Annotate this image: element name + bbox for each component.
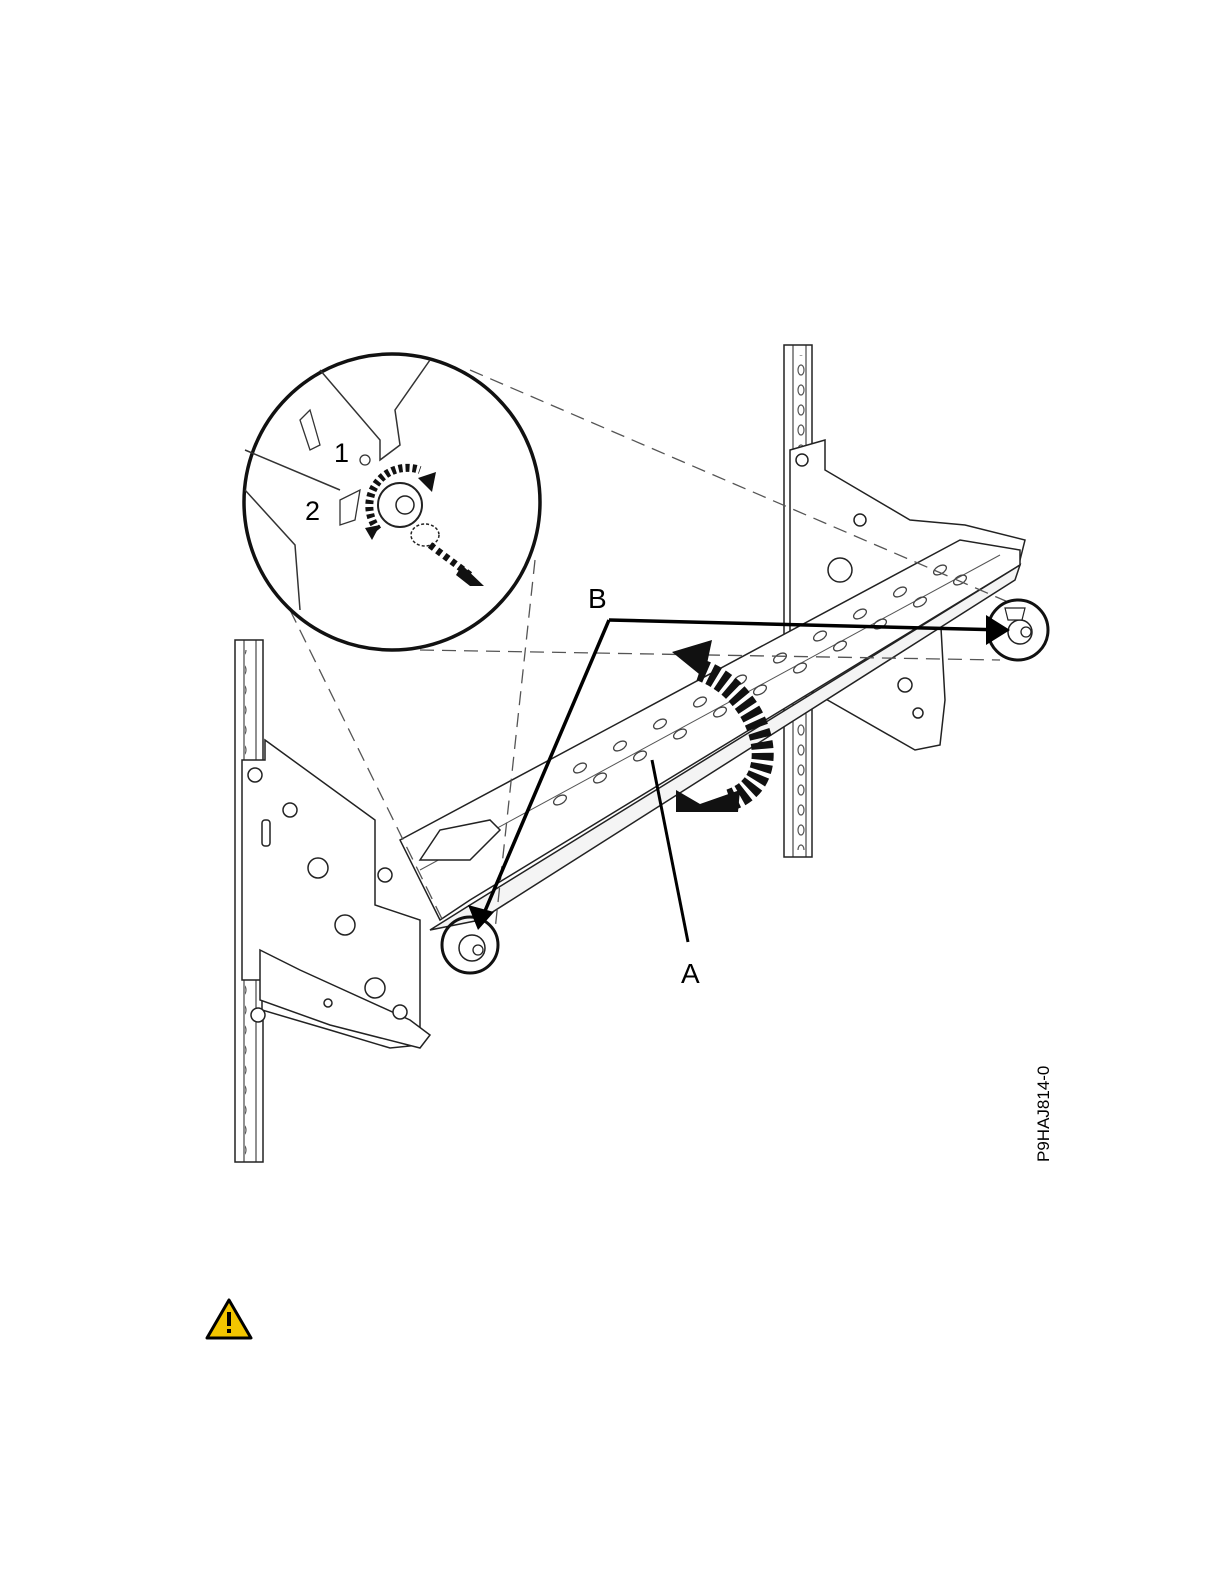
rear-pin xyxy=(1005,608,1032,644)
warning-triangle-icon xyxy=(205,1298,253,1340)
arrow-to-rear-pin xyxy=(986,615,1010,645)
figure-id-label: P9HAJ814-0 xyxy=(1034,1066,1053,1162)
step-1-label: 1 xyxy=(334,438,349,468)
callout-b-label: B xyxy=(588,583,607,614)
front-pin xyxy=(459,935,485,961)
callout-a-label: A xyxy=(681,958,700,989)
front-rail-bracket xyxy=(242,740,430,1048)
step-2-label: 2 xyxy=(305,496,320,526)
detail-zoom-circle xyxy=(244,354,540,650)
